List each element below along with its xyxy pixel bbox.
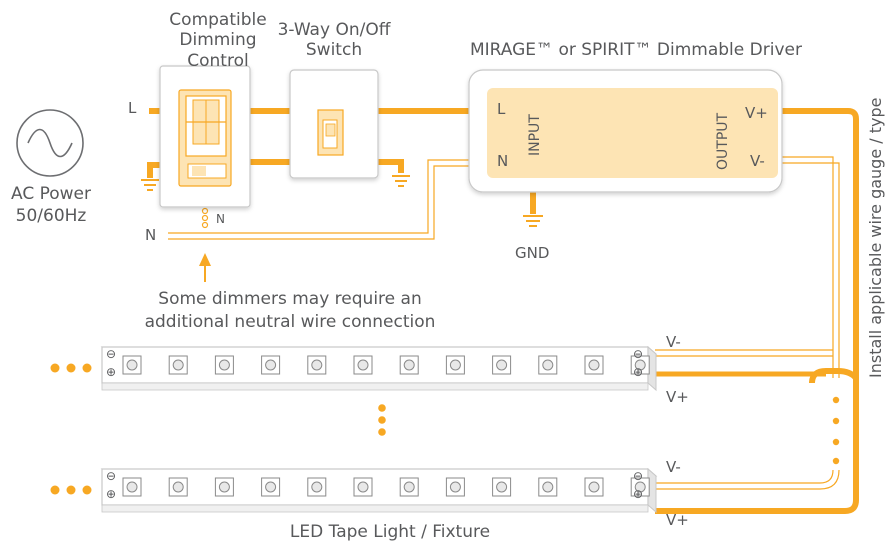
ac-power-label: AC Power 50/60Hz [10,184,91,227]
wire-neutral [168,159,490,240]
driver-device [468,69,783,193]
bottom-strip-v-minus-label: V- [666,458,681,476]
bottom-strip-v-plus-label: V+ [666,511,689,529]
bottom-strip-right-minus-icon: ⊖ [633,469,644,483]
bottom-strip-led-chip [538,477,558,497]
wire-continuation-dots-icon [832,396,840,465]
top-strip-led-chip [399,355,419,375]
dimmer-neutral-terminal-icon [201,207,209,229]
bottom-strip-led-chip [168,477,188,497]
driver-v-plus-label: V+ [745,104,768,122]
top-strip-led-chip [445,355,465,375]
led-chips-top [122,355,650,375]
top-strip-led-chip [122,355,142,375]
gnd-label: GND [515,244,550,262]
bottom-strip-led-chip [630,477,650,497]
top-strip-right-minus-icon: ⊖ [633,347,644,361]
top-strip-v-plus-label: V+ [666,388,689,406]
driver-input-n-label: N [497,152,509,170]
top-strip-led-chip [584,355,604,375]
wire-switch-ground [374,159,404,173]
top-strip-led-chip [214,355,234,375]
top-strip-right-plus-icon: ⊕ [633,365,644,379]
led-chips-bottom [122,477,650,497]
bottom-strip-led-chip [307,477,327,497]
driver-input-label: INPUT [527,114,543,156]
top-strip-led-chip [630,355,650,375]
bottom-strip-led-chip [399,477,419,497]
wire-output-v-plus [655,108,859,514]
top-strip-led-chip [538,355,558,375]
wire-v-plus-branch-curve [809,368,859,384]
top-strip-v-minus-label: V- [666,333,681,351]
dimmer-neutral-label: N [216,212,225,226]
bottom-strip-led-chip [584,477,604,497]
ground-symbol-switch-icon [392,175,410,187]
driver-input-l-label: L [497,100,506,118]
neutral-note: Some dimmers may require an additional n… [144,289,436,332]
wire-output-v-minus [655,156,840,490]
bottom-strip-led-chip [214,477,234,497]
bottom-strip-led-chip [353,477,373,497]
neutral-terminal-label: N [145,226,157,244]
bottom-strip-led-chip [492,477,512,497]
ac-power-source-icon [16,109,84,177]
top-strip-led-chip [168,355,188,375]
ground-symbol-dimmer-icon [141,179,159,191]
top-strip-led-chip [492,355,512,375]
top-strip-left-plus-icon: ⊕ [106,365,117,379]
bottom-strip-led-chip [122,477,142,497]
ground-symbol-driver-icon [523,215,543,227]
bottom-strip-left-minus-icon: ⊖ [106,469,117,483]
bottom-strip-left-plus-icon: ⊕ [106,487,117,501]
top-strip-left-minus-icon: ⊖ [106,347,117,361]
bottom-strip-right-plus-icon: ⊕ [633,487,644,501]
top-strip-led-chip [261,355,281,375]
switch-label: 3-Way On/Off Switch [277,20,391,61]
driver-output-label: OUTPUT [715,112,731,170]
switch-device [289,69,379,179]
neutral-note-arrow-icon [199,253,211,282]
wire-gauge-note: Install applicable wire gauge / type [866,97,885,378]
dimmer-label: Compatible Dimming Control [169,10,267,71]
dimmer-device [159,65,251,208]
top-strip-led-chip [307,355,327,375]
bottom-strip-led-chip [261,477,281,497]
strip-continuation-dots-icon [50,363,386,495]
driver-label: MIRAGE™ or SPIRIT™ Dimmable Driver [470,40,802,60]
led-tape-label: LED Tape Light / Fixture [289,522,491,542]
top-strip-led-chip [353,355,373,375]
line-terminal-label: L [128,99,137,117]
bottom-strip-led-chip [445,477,465,497]
driver-v-minus-label: V- [750,152,765,170]
